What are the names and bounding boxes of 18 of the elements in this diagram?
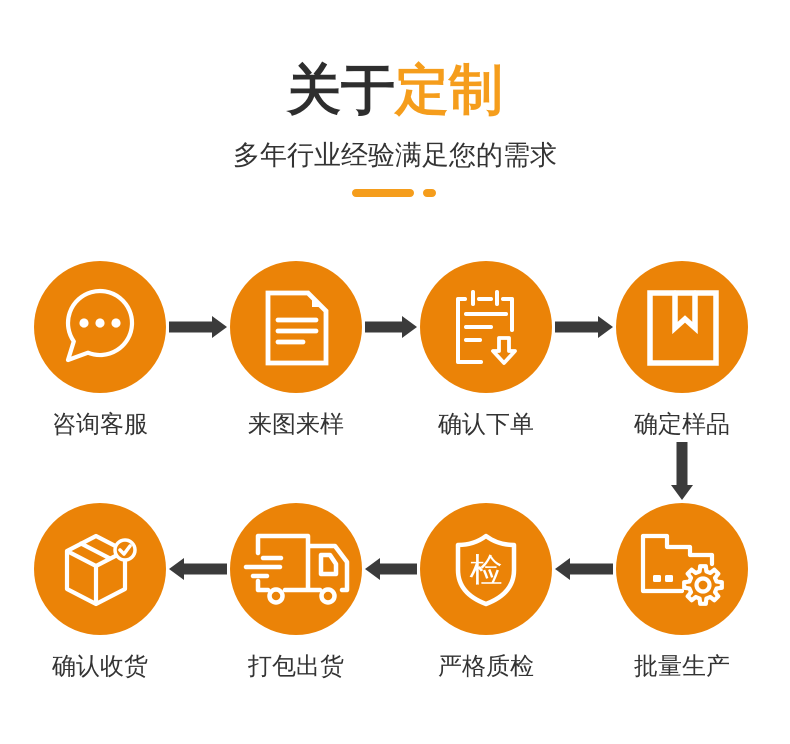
arrow: [169, 558, 227, 580]
arrow: [555, 316, 613, 338]
step-label: 打包出货: [248, 651, 344, 681]
arrow: [555, 558, 613, 580]
step-label: 确定样品: [634, 409, 730, 439]
step-label: 来图来样: [248, 409, 344, 439]
arrow: [365, 558, 417, 580]
arrow: [671, 442, 693, 500]
step-label: 确认下单: [438, 409, 534, 439]
arrow: [169, 316, 227, 338]
step-label: 确认收货: [52, 651, 148, 681]
title: 关于定制: [287, 63, 503, 117]
step-label: 批量生产: [634, 651, 730, 681]
step-label: 咨询客服: [52, 409, 148, 439]
badge-text: 检: [470, 552, 502, 586]
step-label: 严格质检: [438, 651, 534, 681]
arrow: [365, 316, 417, 338]
subtitle: 多年行业经验满足您的需求: [233, 141, 557, 171]
